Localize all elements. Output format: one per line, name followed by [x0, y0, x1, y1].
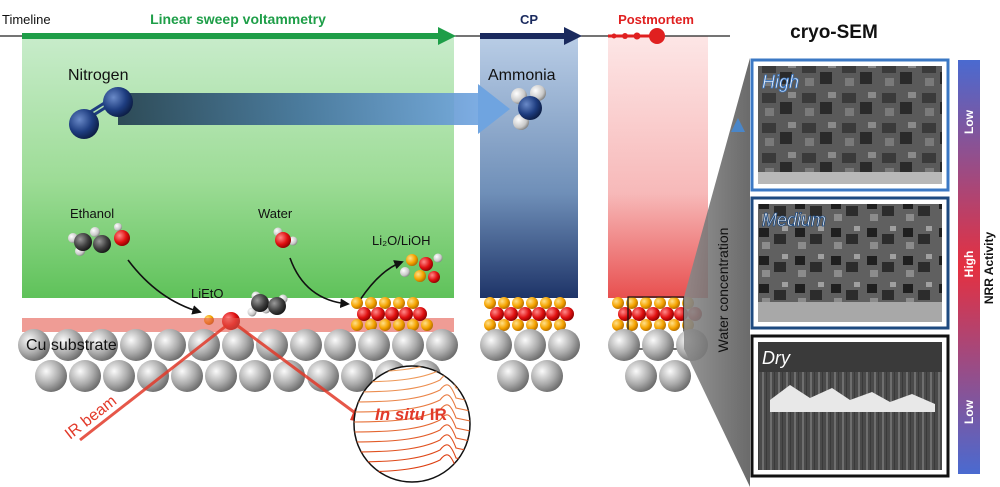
ethanol-molecule	[68, 223, 130, 256]
lieto-label: LiEtO	[191, 286, 224, 301]
ammonia-molecule	[511, 85, 546, 130]
cp-arrowhead	[564, 27, 582, 45]
sem-zoom-funnel	[684, 58, 750, 487]
ammonia-label: Ammonia	[488, 67, 556, 84]
lsv-timeline-bar	[22, 33, 440, 39]
in-situ-ir-label: In situ IR	[375, 405, 447, 424]
postmortem-stage-background	[608, 36, 708, 298]
ir-beam-label: IR beam	[62, 393, 120, 444]
sem-panel-medium	[750, 196, 950, 330]
sei-layer-band	[22, 318, 454, 332]
in-situ-label-italic: In situ	[375, 405, 426, 424]
nitrogen-label: Nitrogen	[68, 67, 128, 84]
li2o-lioh-label: Li₂O/LiOH	[372, 233, 431, 248]
cp-label: CP	[520, 12, 538, 27]
nrr-activity-middle-label: High	[962, 251, 976, 278]
nitrogen-molecule	[69, 87, 133, 139]
water-concentration-axis	[731, 118, 745, 430]
ethanol-reaction-arrow	[127, 259, 202, 315]
nrr-activity-axis-label: NRR Activity	[982, 232, 996, 305]
postmortem-li-o-layer	[612, 297, 702, 331]
water-reaction-arrow	[289, 257, 350, 309]
postmortem-dot-1	[611, 33, 617, 39]
li2o-formation-arrow	[359, 260, 404, 301]
li2o-lioh-cluster	[400, 253, 443, 283]
postmortem-dot-2	[622, 33, 628, 39]
ethanol-label: Ethanol	[70, 206, 114, 221]
cu-substrate-postmortem	[608, 329, 708, 392]
nrr-activity-bar	[958, 60, 980, 474]
postmortem-dot-3	[633, 32, 641, 40]
lsv-label: Linear sweep voltammetry	[150, 11, 326, 27]
water-label: Water	[258, 206, 293, 221]
cu-substrate-label: Cu substrate	[26, 337, 117, 354]
lsv-stage-background	[22, 36, 454, 298]
cp-timeline-bar	[480, 33, 566, 39]
cp-li-o-layer	[484, 297, 574, 331]
cp-stage-background	[480, 36, 578, 298]
postmortem-marker	[649, 28, 665, 44]
sem-panel-dry-label: Dry	[762, 348, 791, 368]
cu-substrate-cp	[480, 329, 580, 392]
sem-panel-dry	[750, 334, 950, 478]
nrr-activity-bottom-label: Low	[962, 399, 976, 424]
nrr-activity-top-label: Low	[962, 109, 976, 134]
in-situ-label-ir: IR	[425, 405, 447, 424]
sem-panel-high-label: High	[762, 72, 799, 92]
timeline: Timeline Linear sweep voltammetry CP Pos…	[0, 11, 730, 45]
timeline-label: Timeline	[2, 12, 51, 27]
water-molecule	[273, 227, 298, 248]
water-concentration-label: Water concentration	[715, 228, 731, 353]
cryo-sem-title: cryo-SEM	[790, 22, 878, 43]
sem-panel-high	[750, 58, 950, 192]
sem-panel-medium-label: Medium	[762, 210, 826, 230]
lsv-li-o-layer	[351, 297, 433, 331]
postmortem-label: Postmortem	[618, 12, 694, 27]
nitrogen-to-ammonia-arrow	[118, 84, 510, 134]
lsv-arrowhead	[438, 27, 456, 45]
